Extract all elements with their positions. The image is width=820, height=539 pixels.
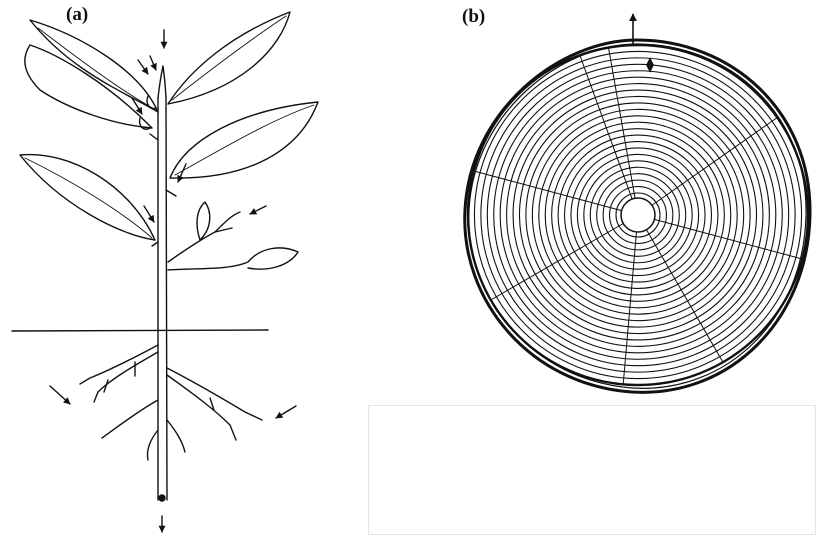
radial-line [647,230,724,363]
stem-cross-section [465,14,810,392]
pith [621,198,655,232]
apical-bud [158,66,166,98]
plant-drawing [12,12,318,532]
leaf-small [197,202,210,240]
root-left-small [147,430,158,460]
root-tip [159,495,165,501]
radial-line [580,55,632,199]
arrow [150,56,156,70]
leaf-middle-right [170,102,318,178]
bud [166,190,176,196]
main-stem [158,98,167,500]
arrow [138,60,148,74]
arrow [50,386,70,404]
root-right-lower [167,375,236,440]
bud [150,134,158,140]
leaf-lower-right [168,248,298,270]
radial-line [491,224,624,301]
root-left-lower [102,400,158,438]
ground-line [12,330,268,331]
leaf-left-large [25,45,152,128]
arrow [276,406,296,418]
blank-panel [368,405,816,535]
side-branch [168,228,232,262]
leaf-upper-left [30,20,158,112]
leaf-vein [172,16,286,100]
root-left [94,352,158,402]
arrow [144,206,154,222]
bud [152,242,158,246]
root-right-small [167,420,185,452]
leaf-vein [38,28,156,110]
arrow [250,206,266,214]
root-left-upper [80,345,158,384]
leaf-middle-left [20,155,155,240]
root-right [167,368,262,420]
